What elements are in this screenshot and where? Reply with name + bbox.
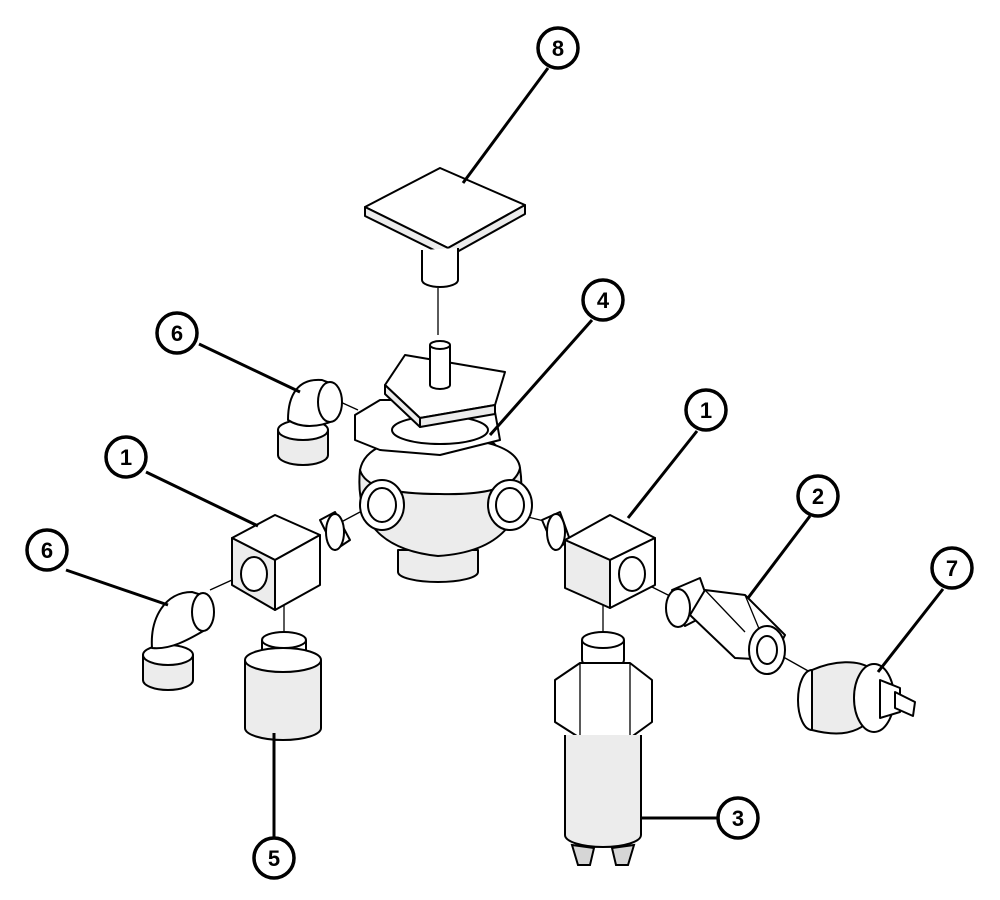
part-8-square-plate	[364, 167, 526, 288]
callout-1-right: 1	[684, 388, 728, 432]
callout-2-label: 2	[812, 484, 824, 509]
callout-7-label: 7	[946, 556, 958, 581]
part-6-elbow-lower	[142, 591, 215, 691]
callout-6-lower-label: 6	[41, 538, 53, 563]
callout-1-right-label: 1	[700, 398, 712, 423]
part-5-cap	[244, 631, 322, 741]
part-3-sender	[554, 631, 653, 866]
callout-6-upper: 6	[155, 311, 199, 355]
callout-1-left: 1	[104, 435, 148, 479]
callout-8: 8	[536, 26, 580, 70]
callout-5: 5	[252, 836, 296, 880]
callout-1-left-label: 1	[120, 445, 132, 470]
callout-4: 4	[581, 278, 625, 322]
callout-6-lower: 6	[25, 528, 69, 572]
part-7-plug	[797, 661, 916, 735]
part-1-cube-left	[231, 511, 351, 611]
callout-8-label: 8	[552, 36, 564, 61]
part-1-cube-right	[541, 511, 656, 609]
part-4-valve-body	[354, 340, 533, 583]
part-2-hex-adapter	[665, 577, 786, 675]
callout-3: 3	[716, 796, 760, 840]
callout-4-label: 4	[597, 288, 610, 313]
leader-lines	[65, 67, 945, 838]
callout-2: 2	[796, 474, 840, 518]
part-6-elbow-upper	[277, 378, 343, 466]
callout-3-label: 3	[732, 806, 744, 831]
callout-6-upper-label: 6	[171, 321, 183, 346]
callout-5-label: 5	[268, 846, 280, 871]
callout-7: 7	[930, 546, 974, 590]
